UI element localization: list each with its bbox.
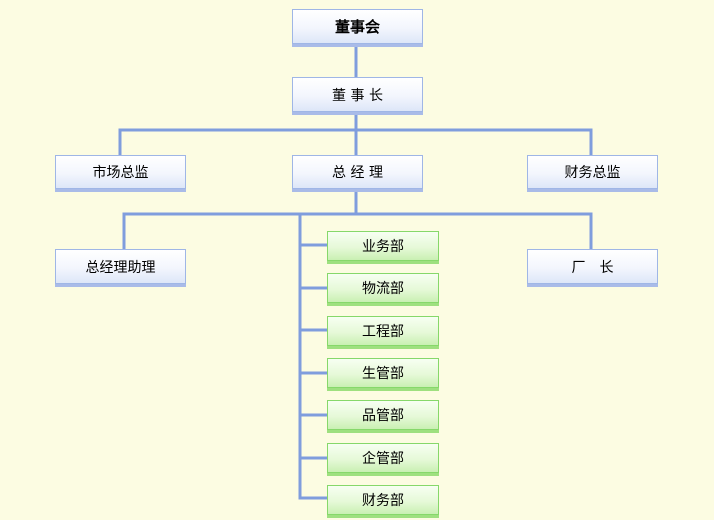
chairman-box: 董 事 长: [292, 77, 423, 112]
finance-director-box: 财务总监: [527, 155, 658, 189]
dept-enterprise-mgmt-box: 企管部: [327, 443, 439, 473]
gm-assistant-box: 总经理助理: [55, 249, 186, 284]
dept-production-box: 生管部: [327, 358, 439, 388]
dept-logistics-box: 物流部: [327, 273, 439, 303]
dept-finance-box: 财务部: [327, 485, 439, 515]
factory-manager-box: 厂 长: [527, 249, 658, 284]
board-box: 董事会: [292, 9, 423, 44]
dept-business-box: 业务部: [327, 231, 439, 261]
dept-engineering-box: 工程部: [327, 316, 439, 346]
market-director-box: 市场总监: [55, 155, 186, 189]
dept-quality-box: 品管部: [327, 400, 439, 430]
general-manager-box: 总 经 理: [292, 155, 423, 189]
